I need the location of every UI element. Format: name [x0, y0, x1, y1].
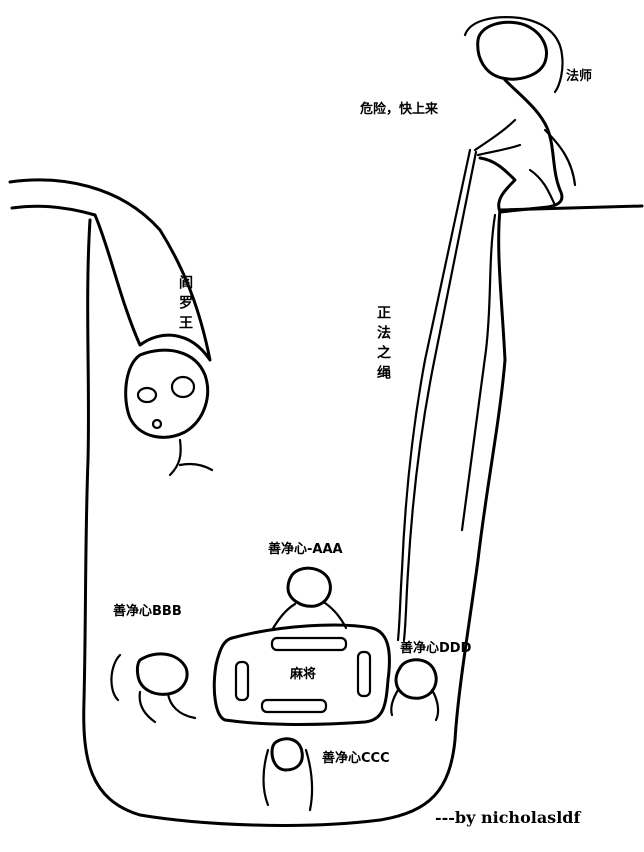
mahjong-label: 麻将 — [290, 667, 317, 682]
dharma-rope — [396, 148, 472, 642]
yama-neck — [168, 438, 214, 477]
person-bbb-label: 善净心BBB — [113, 604, 182, 619]
master-head — [476, 20, 548, 81]
cliff-inner — [460, 213, 497, 532]
dharma-rope-second — [402, 150, 478, 642]
person-ccc-body — [262, 748, 314, 812]
master-label: 法师 — [566, 69, 593, 84]
author-credit: ---by nicholasldf — [435, 808, 581, 827]
person-ccc-label: 善净心CCC — [322, 751, 390, 766]
person-bbb-body — [110, 653, 197, 724]
mahjong-table — [212, 623, 391, 726]
master-hat — [463, 16, 564, 94]
person-aaa-label: 善净心-AAA — [268, 542, 343, 557]
person-bbb-head — [135, 652, 189, 696]
person-ccc-head — [270, 737, 304, 772]
yama-eye-right — [170, 375, 196, 399]
tile-row-left — [234, 660, 250, 702]
master-body — [478, 78, 564, 214]
person-ddd-label: 善净心DDD — [400, 641, 472, 656]
yama-label: 阎罗王 — [177, 275, 193, 335]
tile-row-top — [270, 636, 348, 652]
pit-left-outer-wall — [82, 208, 507, 827]
person-aaa-head — [286, 566, 332, 608]
yama-mouth — [151, 418, 163, 430]
yama-head — [124, 348, 210, 439]
master-arm — [473, 118, 522, 157]
master-robe — [528, 128, 577, 207]
tile-row-bottom — [260, 698, 328, 714]
person-aaa-body — [270, 601, 348, 632]
pit-left-wall — [8, 178, 212, 362]
warning-speech: 危险，快上来 — [360, 102, 439, 117]
person-ddd-head — [394, 658, 438, 700]
yama-eye-left — [136, 386, 158, 404]
person-ddd-body — [390, 688, 440, 722]
tile-row-right — [356, 650, 372, 698]
rope-label: 正法之绳 — [375, 305, 391, 385]
